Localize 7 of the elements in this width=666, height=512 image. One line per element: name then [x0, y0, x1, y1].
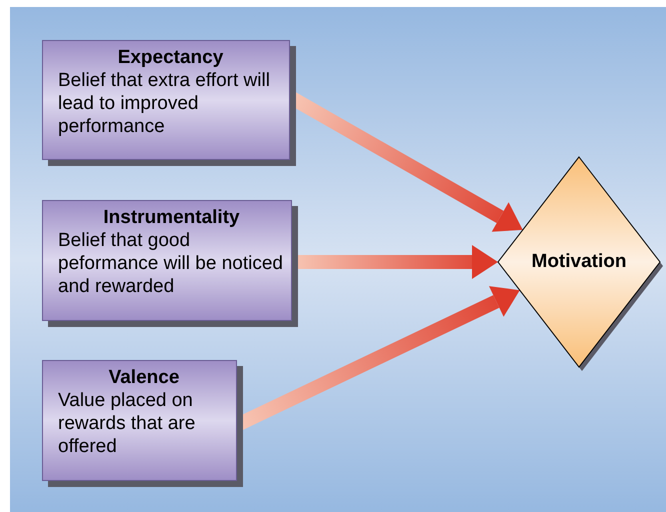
- box-description: Belief that extra effort will lead to improved performance: [58, 69, 271, 138]
- box-heading: Expectancy: [116, 47, 224, 69]
- box-heading: Motivation: [532, 251, 626, 273]
- box-description: Value placed on rewards that are offered: [58, 389, 196, 458]
- box-heading: Instrumentality: [102, 207, 241, 229]
- box-description: Belief that good peformance will be noticed and rewarded: [58, 229, 284, 298]
- box-heading: Valence: [108, 367, 180, 389]
